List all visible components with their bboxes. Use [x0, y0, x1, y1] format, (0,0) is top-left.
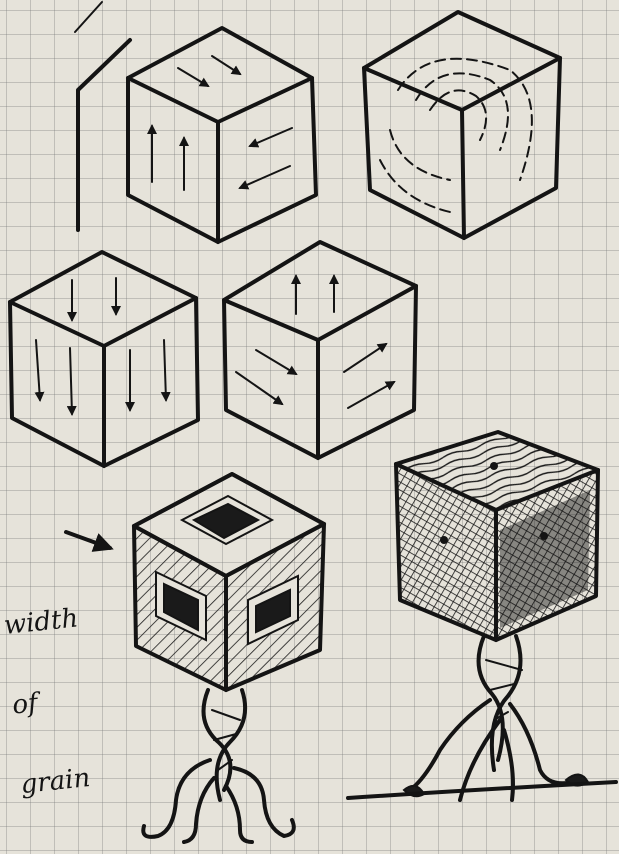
cube-arrows-up-diagonal	[224, 242, 416, 458]
annotation-line-3: grain	[19, 763, 91, 800]
cube-woodgrain-crosshatched-on-legs	[348, 432, 616, 800]
cube-concentric-rings	[364, 12, 560, 238]
cube-arrows-down	[10, 252, 198, 466]
pointer-arrow	[66, 532, 110, 548]
cube-hatched-windows-on-legs	[134, 474, 324, 842]
stray-mark	[75, 2, 102, 32]
annotation-line-2: of	[11, 688, 39, 720]
cube-arrows-converging	[128, 28, 316, 242]
stray-line	[78, 40, 130, 230]
annotation-line-1: width	[2, 603, 79, 641]
